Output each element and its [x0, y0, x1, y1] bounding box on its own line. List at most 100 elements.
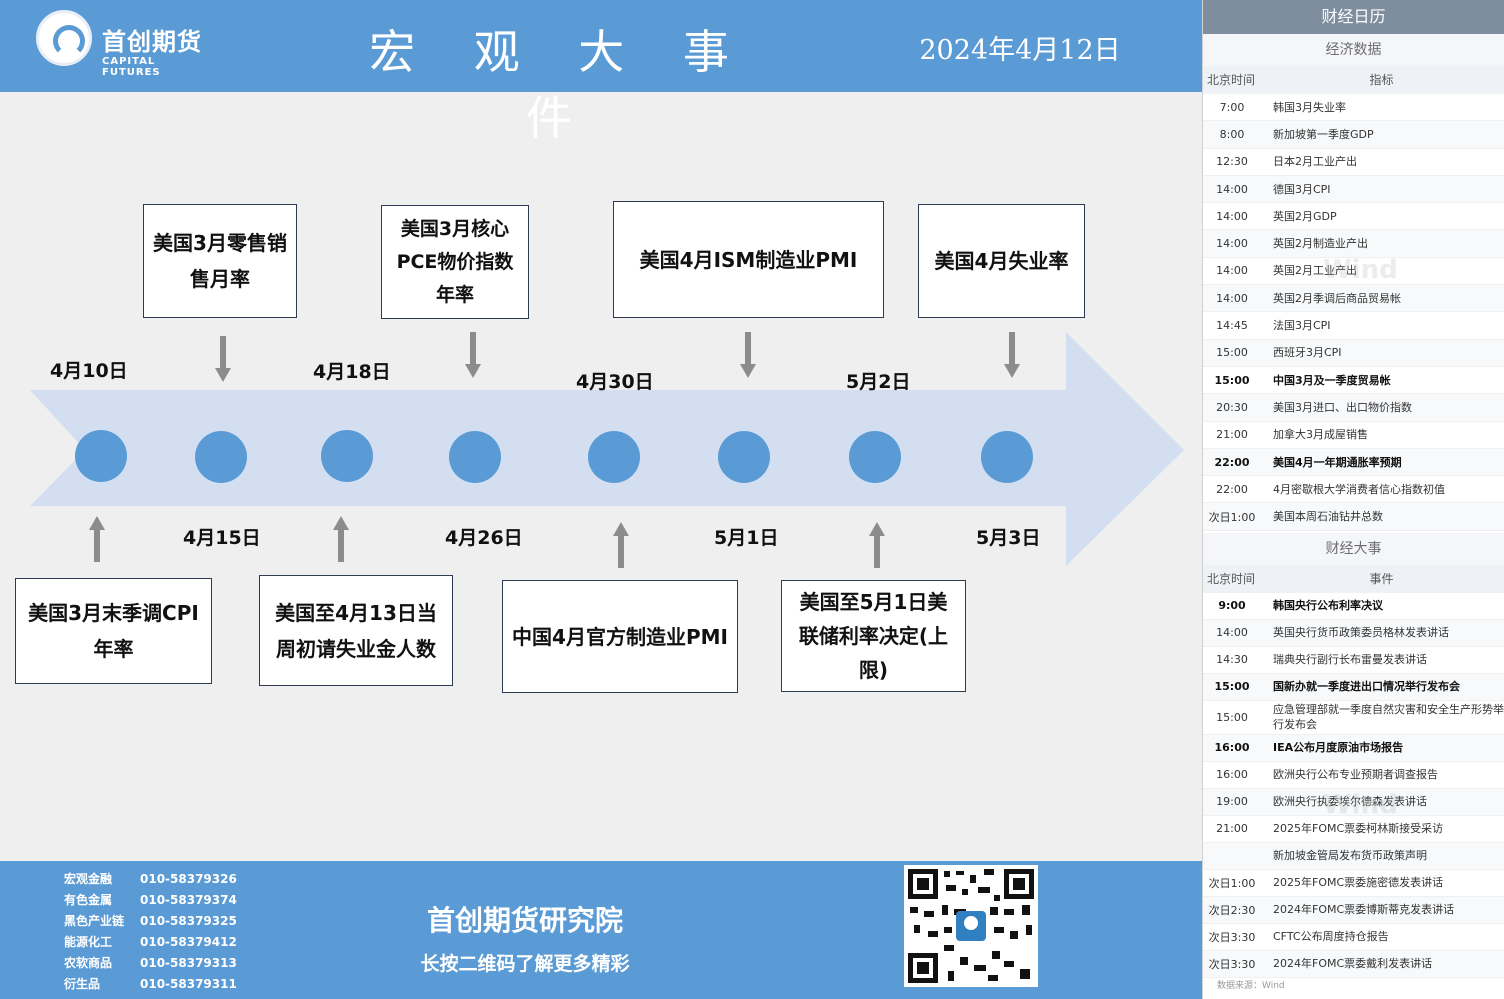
- row-time: 19:00: [1216, 795, 1248, 809]
- page-title: 宏 观 大 事 件: [369, 25, 751, 145]
- footer-subtitle: 长按二维码了解更多精彩: [420, 953, 630, 975]
- row-item: 中国3月及一季度贸易帐: [1273, 373, 1391, 387]
- down-arrow-icon: [1004, 332, 1020, 378]
- up-arrow-icon: [613, 522, 629, 568]
- row-time: 次日1:00: [1208, 510, 1256, 524]
- row-item: 欧洲央行执委埃尔德森发表讲话: [1273, 795, 1427, 809]
- calendar-row: 新加坡金管局发布货币政策声明: [1203, 842, 1504, 870]
- event-box-core-pce: 美国3月核心PCE物价指数年率: [381, 205, 529, 319]
- event-column-header: 北京时间 事件: [1203, 564, 1504, 593]
- row-time: 20:30: [1216, 400, 1248, 414]
- row-time: 次日3:30: [1208, 930, 1256, 944]
- header-bar: 首创期货 CAPITAL FUTURES 宏 观 大 事 件 2024年4月12…: [0, 0, 1202, 145]
- calendar-title: 财经日历: [1203, 0, 1504, 34]
- row-time: 14:00: [1216, 626, 1248, 640]
- row-item: 2025年FOMC票委施密德发表讲话: [1273, 876, 1444, 890]
- date-label: 4月10日: [50, 360, 128, 382]
- row-time: 14:45: [1216, 319, 1248, 333]
- up-arrow-icon: [89, 516, 105, 562]
- calendar-row: 14:45 法国3月CPI: [1203, 312, 1504, 340]
- row-time: 14:00: [1216, 237, 1248, 251]
- logo-icon: [36, 10, 92, 66]
- date-label: 4月26日: [445, 527, 523, 549]
- row-item: 英国2月工业产出: [1273, 264, 1357, 278]
- main-panel: 首创期货 CAPITAL FUTURES 宏 观 大 事 件 2024年4月12…: [0, 0, 1202, 999]
- calendar-row: 次日3:30 2024年FOMC票委戴利发表讲话: [1203, 950, 1504, 978]
- row-time: 14:00: [1216, 209, 1248, 223]
- qr-code-icon[interactable]: [904, 865, 1038, 987]
- row-time: 14:00: [1216, 182, 1248, 196]
- row-item: 英国2月季调后商品贸易帐: [1273, 291, 1401, 305]
- row-time: 16:00: [1214, 741, 1250, 755]
- timeline-dot: [981, 431, 1033, 483]
- calendar-row: 15:00 应急管理部就一季度自然灾害和安全生产形势举行发布会: [1203, 701, 1504, 735]
- row-item: 应急管理部就一季度自然灾害和安全生产形势举行发布会: [1273, 703, 1504, 732]
- row-item: 法国3月CPI: [1273, 319, 1331, 333]
- row-item: 新加坡金管局发布货币政策声明: [1273, 849, 1427, 863]
- row-time: 次日1:00: [1208, 876, 1256, 890]
- row-item: 美国3月进口、出口物价指数: [1273, 400, 1412, 414]
- row-item: 2025年FOMC票委柯林斯接受采访: [1273, 822, 1444, 836]
- calendar-row: 14:00 英国2月GDP: [1203, 203, 1504, 231]
- row-time: 14:00: [1216, 264, 1248, 278]
- calendar-row: 21:00 2025年FOMC票委柯林斯接受采访: [1203, 816, 1504, 843]
- down-arrow-icon: [465, 332, 481, 378]
- row-item: 英国2月GDP: [1273, 209, 1337, 223]
- row-item: 国新办就一季度进出口情况举行发布会: [1273, 680, 1460, 694]
- logo-text-cn: 首创期货: [102, 28, 202, 56]
- timeline-dot: [449, 431, 501, 483]
- calendar-row: 14:00 英国2月季调后商品贸易帐: [1203, 285, 1504, 313]
- row-item: 韩国央行公布利率决议: [1273, 599, 1383, 613]
- timeline-dot: [849, 431, 901, 483]
- row-time: 21:00: [1216, 428, 1248, 442]
- row-time: 12:30: [1216, 155, 1248, 169]
- row-time: 22:00: [1216, 482, 1248, 496]
- row-item: 日本2月工业产出: [1273, 155, 1357, 169]
- row-item: 英国央行货币政策委员格林发表讲话: [1273, 626, 1449, 640]
- econ-column-header: 北京时间 指标: [1203, 66, 1504, 94]
- row-item: 美国4月一年期通胀率预期: [1273, 455, 1402, 469]
- event-box-unemployment: 美国4月失业率: [918, 204, 1085, 318]
- logo-text-en: CAPITAL FUTURES: [102, 56, 161, 78]
- date-label: 4月15日: [183, 527, 261, 549]
- event-box-ism-pmi: 美国4月ISM制造业PMI: [613, 201, 884, 318]
- event-box-jobless-claims: 美国至4月13日当周初请失业金人数: [259, 575, 453, 686]
- econ-section-title: 经济数据: [1203, 34, 1504, 66]
- row-time: 次日3:30: [1208, 957, 1256, 971]
- row-item: 德国3月CPI: [1273, 182, 1331, 196]
- timeline-dot: [718, 431, 770, 483]
- row-time: 14:00: [1216, 291, 1248, 305]
- row-time: 15:00: [1216, 710, 1248, 724]
- page-date: 2024年4月12日: [919, 35, 1121, 66]
- row-item: 瑞典央行副行长布雷曼发表讲话: [1273, 653, 1427, 667]
- calendar-row: 14:00 英国央行货币政策委员格林发表讲话: [1203, 619, 1504, 647]
- row-item: 2024年FOMC票委戴利发表讲话: [1273, 957, 1433, 971]
- up-arrow-icon: [869, 522, 885, 568]
- event-box-fed-rate: 美国至5月1日美联储利率决定(上限): [781, 580, 966, 692]
- event-section-title: 财经大事: [1203, 532, 1504, 565]
- company-logo: 首创期货 CAPITAL FUTURES: [36, 10, 206, 78]
- row-time: 21:00: [1216, 822, 1248, 836]
- timeline-dot: [321, 430, 373, 482]
- event-box-china-pmi: 中国4月官方制造业PMI: [502, 580, 738, 693]
